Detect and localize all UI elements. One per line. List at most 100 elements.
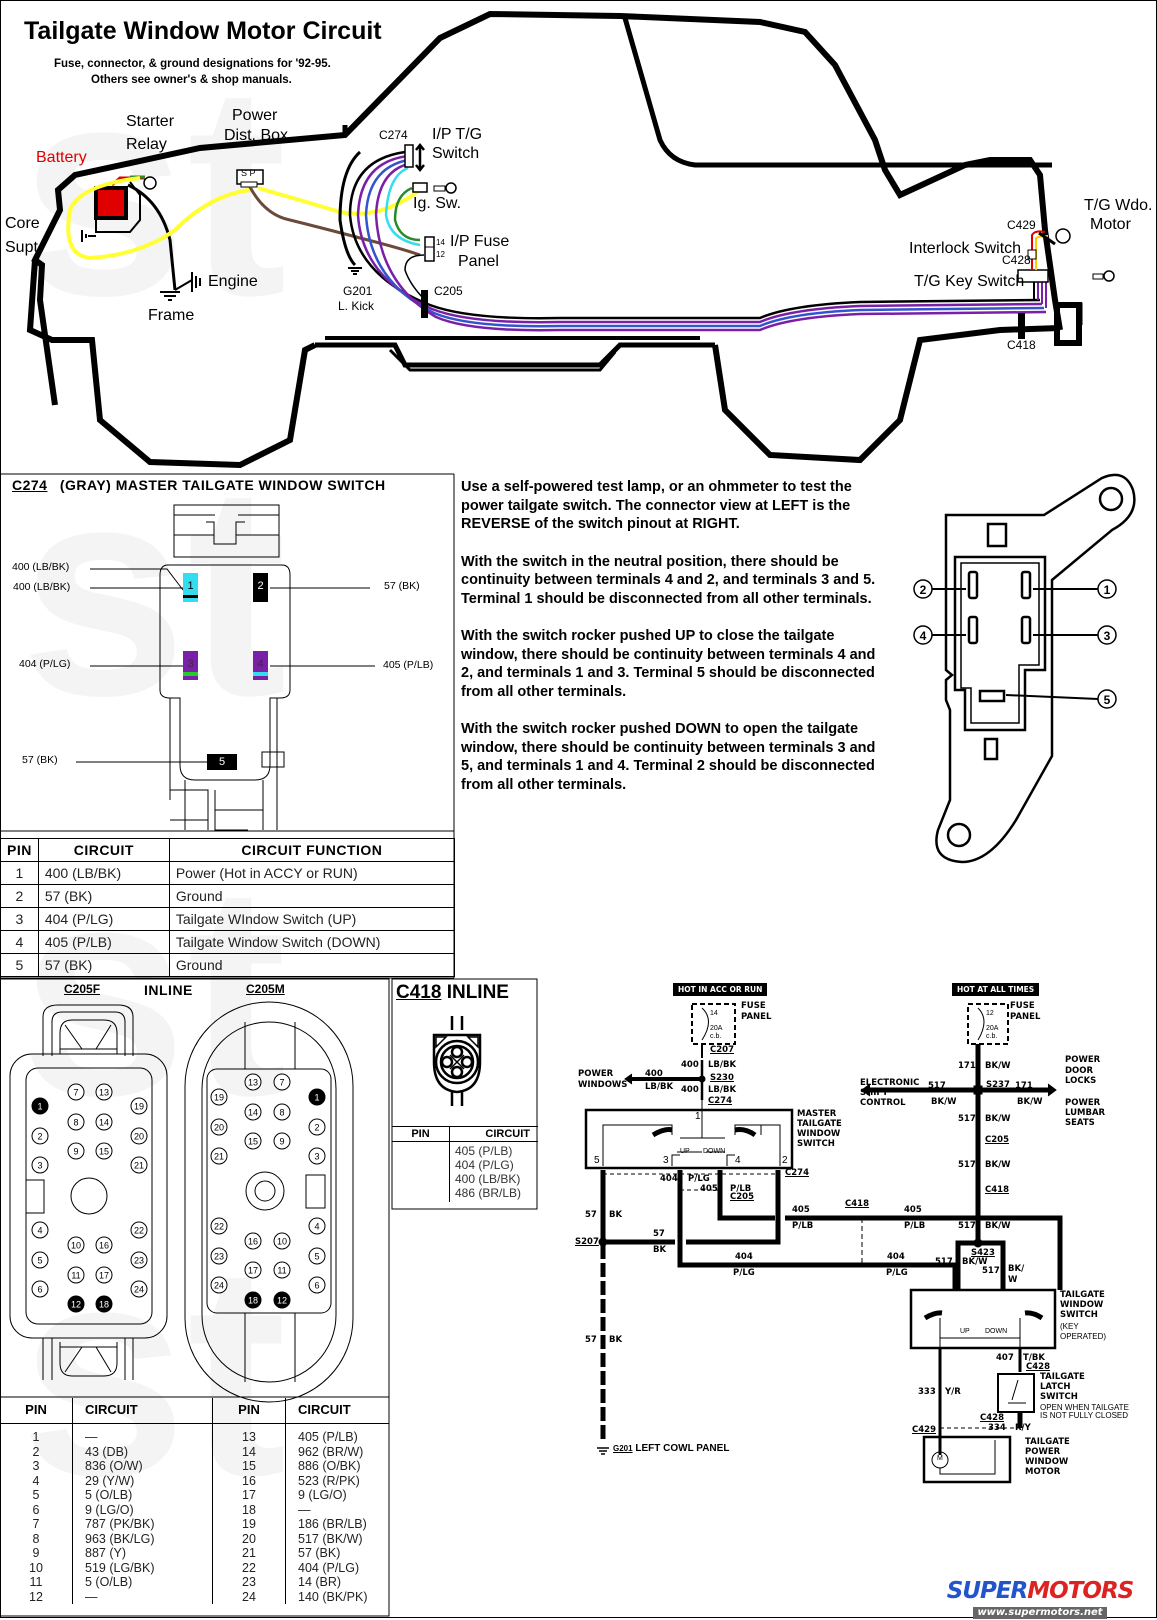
c205-pin-15 <box>95 1142 113 1160</box>
master-up-label: UP <box>680 1148 690 1155</box>
logo-part-2: MOTORS <box>1027 1578 1134 1604</box>
c205-pin-label: 17 <box>248 1266 258 1276</box>
motor-label-4: MOTOR <box>1025 1467 1061 1477</box>
term-5: 5 <box>594 1155 600 1166</box>
c274-pin-1-wire-b: 400 (LB/BK) <box>13 581 71 593</box>
plg-c: P/LG <box>886 1268 908 1278</box>
pin-cell: 9 <box>0 1546 73 1561</box>
terminal-5-label: 5 <box>1104 693 1111 707</box>
c205-pin-4 <box>308 1217 326 1235</box>
ry-label: R/Y <box>1015 1423 1031 1433</box>
engine-label: Engine <box>208 273 258 290</box>
pin-cell: 2 <box>0 1444 73 1459</box>
pin-cell: 3 <box>0 907 39 931</box>
vehicle-outline <box>26 10 1115 469</box>
w407-label: 407 <box>996 1353 1014 1363</box>
header-pin: PIN <box>392 1126 450 1142</box>
tg-wdo-motor-label-1: T/G Wdo. <box>1084 197 1153 214</box>
circuit-cell: 887 (Y) <box>72 1546 213 1561</box>
c205-pin-label: 24 <box>134 1285 144 1295</box>
c205-pin-23 <box>210 1247 228 1265</box>
w517-a: 517 <box>928 1081 946 1091</box>
circuit-value: 400 (LB/BK) <box>455 1172 521 1186</box>
w171-a: 171 <box>958 1061 976 1071</box>
circuit-cell: 186 (BR/LB) <box>298 1517 367 1531</box>
c205-pin-label: 20 <box>134 1132 144 1142</box>
c205-pin-label: 8 <box>73 1118 78 1128</box>
starter-relay-label-2: Relay <box>126 136 167 153</box>
c274-heading: C274 (GRAY) MASTER TAILGATE WINDOW SWITC… <box>12 477 386 493</box>
cb-type-left: c.b. <box>710 1033 722 1040</box>
bkw-c: BK/W <box>1017 1097 1043 1107</box>
c205-pin-22 <box>210 1217 228 1235</box>
bkw-e: BK/W <box>985 1160 1011 1170</box>
w400-c: 400 <box>681 1085 699 1095</box>
circuit-value: 486 (BR/LB) <box>455 1186 522 1200</box>
motor-glyph: M <box>937 1455 943 1462</box>
s230-label: S230 <box>710 1073 734 1083</box>
plb-a: P/LB <box>730 1184 752 1194</box>
table-row: 405 (P/LB) 404 (P/LG) 400 (LB/BK) 486 (B… <box>392 1141 538 1202</box>
circuit-cell: 836 (O/W) <box>72 1459 213 1474</box>
c428-label: C428 <box>1002 253 1031 267</box>
pin-cell: 8 <box>0 1531 73 1546</box>
c205-pin-label: 5 <box>314 1252 319 1262</box>
instruction-paragraph: With the switch rocker pushed UP to clos… <box>461 628 876 700</box>
ig-sw-label: Ig. Sw. <box>413 195 462 212</box>
function-cell: Tailgate Window Switch (DOWN) <box>168 930 456 954</box>
pin-cell: 4 <box>0 1473 73 1488</box>
c205-pin-6 <box>31 1280 49 1298</box>
pin-cell: 17 <box>212 1488 286 1503</box>
c418-heading-text: INLINE <box>446 982 509 1003</box>
c205-pin-label: 11 <box>71 1271 80 1281</box>
c429-label: C429 <box>912 1425 936 1435</box>
c205-pin-18 <box>95 1295 113 1313</box>
c274-pin-4: 4 <box>253 651 268 680</box>
bk-c: BK <box>609 1335 623 1345</box>
pin-cell: 22 <box>212 1560 286 1575</box>
latch-switch-3: SWITCH <box>1040 1392 1078 1402</box>
w404-a: 404 <box>660 1174 678 1184</box>
fuse-panel-right-1: FUSE <box>1010 1001 1035 1011</box>
table-header-row: PIN CIRCUIT CIRCUIT FUNCTION <box>0 838 456 862</box>
tg-switch-4: (KEY <box>1060 1322 1079 1331</box>
c205-pin-8 <box>273 1103 291 1121</box>
ip-fuse-label-2: Panel <box>458 253 499 270</box>
c205f-label: C205F <box>64 982 101 996</box>
motor-label-3: WINDOW <box>1025 1457 1069 1467</box>
term-3: 3 <box>663 1155 669 1166</box>
c205-pin-label: 12 <box>71 1300 81 1310</box>
c205-pin-6 <box>308 1276 326 1294</box>
core-supt-label-1: Core <box>5 215 40 232</box>
c205-pin-22 <box>130 1221 148 1239</box>
pin-cell: 5 <box>0 1488 73 1503</box>
pin-cell: 15 <box>212 1459 286 1474</box>
c205-pin-label: 4 <box>314 1222 319 1232</box>
term-1: 1 <box>695 1111 701 1122</box>
c205-pin-20 <box>130 1127 148 1145</box>
c205-pin-9 <box>67 1142 85 1160</box>
terminal-2-label: 2 <box>920 583 927 597</box>
header-pin: PIN <box>0 1398 73 1424</box>
power-dist-sp: S P <box>241 168 256 178</box>
bk-a: BK <box>609 1210 623 1220</box>
c274-pin-4-wire: 405 (P/LB) <box>383 659 434 671</box>
w57-b: 57 <box>653 1229 665 1239</box>
w57-a: 57 <box>585 1210 597 1220</box>
master-switch-label-1: MASTER <box>797 1109 837 1119</box>
tg-down-label: DOWN <box>985 1328 1008 1335</box>
c428-label-a: C428 <box>1026 1362 1050 1372</box>
c274-label: C274 <box>379 128 408 142</box>
w404-c: 404 <box>887 1252 905 1262</box>
door-locks-1: POWER <box>1065 1055 1101 1065</box>
g201-left-cowl: G201 LEFT COWL PANEL <box>613 1443 729 1454</box>
c205-pin-label: 24 <box>214 1281 224 1291</box>
left-cowl-label: LEFT COWL PANEL <box>635 1443 730 1454</box>
c205-pin-1 <box>31 1097 49 1115</box>
tg-switch-1: TAILGATE <box>1060 1290 1105 1300</box>
plg-b: P/LG <box>733 1268 755 1278</box>
